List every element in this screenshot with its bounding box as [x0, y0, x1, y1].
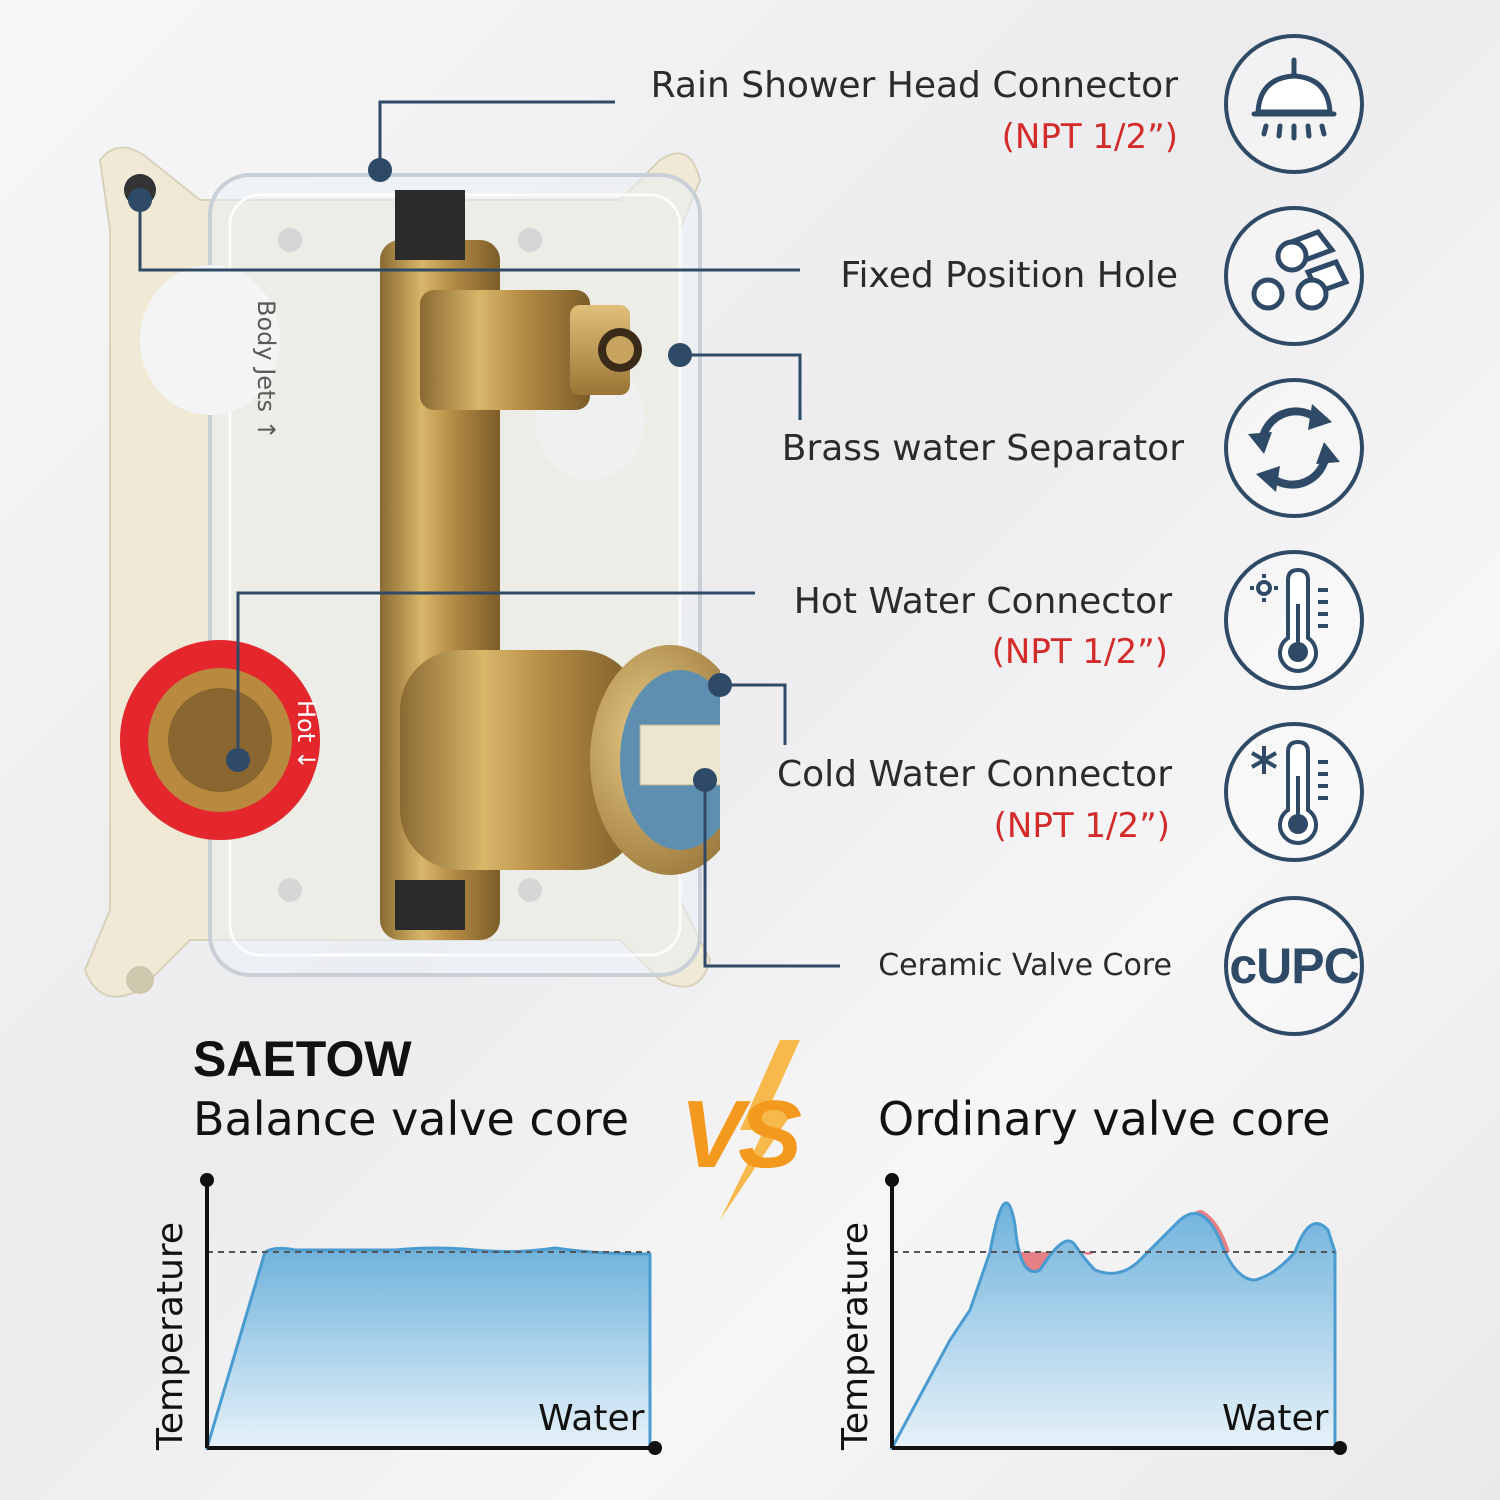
- pipes-icon: [1224, 206, 1364, 346]
- ordinary-y-axis-end: [885, 1173, 899, 1187]
- right-chart-title: Ordinary valve core: [878, 1092, 1331, 1146]
- balance-temperature-area: [204, 1246, 652, 1450]
- hot-water-connector-label: Hot Water Connector: [793, 581, 1172, 622]
- brass-water-separator-label: Brass water Separator: [781, 428, 1184, 469]
- ceramic-valve-core-label: Ceramic Valve Core: [878, 948, 1172, 983]
- fixed-position-hole-label: Fixed Position Hole: [840, 255, 1178, 296]
- cold-water-connector-label: Cold Water Connector: [777, 754, 1172, 795]
- brand-name: SAETOW: [193, 1031, 412, 1087]
- cold-water-connector-spec: (NPT 1/2”): [993, 806, 1170, 846]
- callout-lines: [128, 100, 840, 968]
- lightning-icon: [720, 1040, 800, 1220]
- recycle-arrows-icon: [1224, 378, 1364, 518]
- balance-y-axis-end: [200, 1173, 214, 1187]
- right-ylabel: Temperature: [835, 1221, 876, 1450]
- rain-shower-connector-label: Rain Shower Head Connector: [650, 65, 1178, 106]
- hot-thermometer-icon: [1224, 550, 1364, 690]
- left-xlabel: Water: [538, 1398, 645, 1439]
- ordinary-temperature-area: [889, 1201, 1337, 1450]
- cold-thermometer-icon: [1224, 722, 1364, 862]
- balance-x-axis-end: [648, 1441, 662, 1455]
- cupc-badge: cUPC: [1224, 896, 1364, 1036]
- left-ylabel: Temperature: [150, 1221, 191, 1450]
- valve-body-photo: [83, 146, 720, 998]
- balance-valve-chart: [200, 1173, 662, 1455]
- vs-text: VS: [680, 1081, 802, 1188]
- ordinary-valve-chart: [885, 1173, 1347, 1455]
- shower-head-icon: [1224, 34, 1364, 174]
- ordinary-x-axis-end: [1333, 1441, 1347, 1455]
- hot-water-connector-spec: (NPT 1/2”): [991, 632, 1168, 672]
- right-xlabel: Water: [1222, 1398, 1329, 1439]
- rain-shower-connector-spec: (NPT 1/2”): [1001, 117, 1178, 157]
- left-chart-title: Balance valve core: [193, 1092, 630, 1146]
- cupc-text: cUPC: [1229, 938, 1359, 994]
- vs-badge: VS: [660, 1040, 840, 1220]
